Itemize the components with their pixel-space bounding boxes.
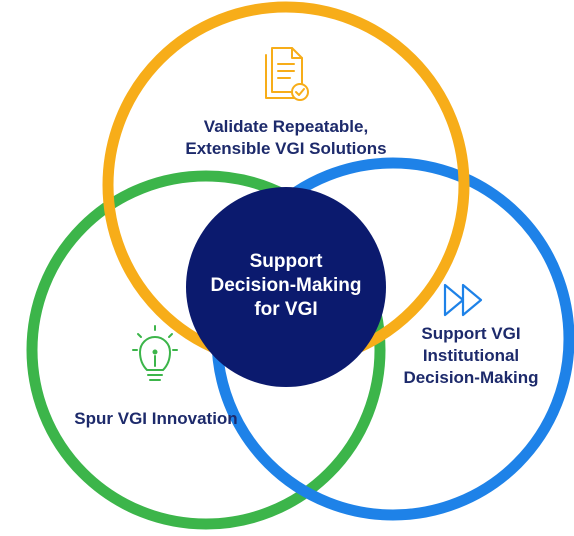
right-label-line2: Institutional (422, 346, 520, 365)
top-label-line1: Validate Repeatable, (203, 117, 369, 136)
right-label-line1: Support VGI (421, 324, 521, 343)
left-ring (26, 170, 386, 530)
lightbulb-icon (132, 325, 178, 381)
center-label-line3: for VGI (254, 299, 318, 320)
center-circle (186, 187, 386, 387)
center-label: Support Decision-Making for VGI (196, 250, 376, 322)
left-label: Spur VGI Innovation (74, 409, 238, 428)
left-circle-label: Spur VGI Innovation (68, 408, 244, 430)
fast-forward-icon (443, 283, 483, 317)
document-check-icon (265, 47, 309, 101)
right-circle-label: Support VGI Institutional Decision-Makin… (398, 323, 544, 389)
center-label-line2: Decision-Making (210, 275, 362, 296)
top-label-line2: Extensible VGI Solutions (185, 139, 387, 158)
right-label-line3: Decision-Making (403, 368, 539, 387)
center-label-line1: Support (249, 251, 323, 272)
top-circle-label: Validate Repeatable, Extensible VGI Solu… (180, 116, 392, 160)
